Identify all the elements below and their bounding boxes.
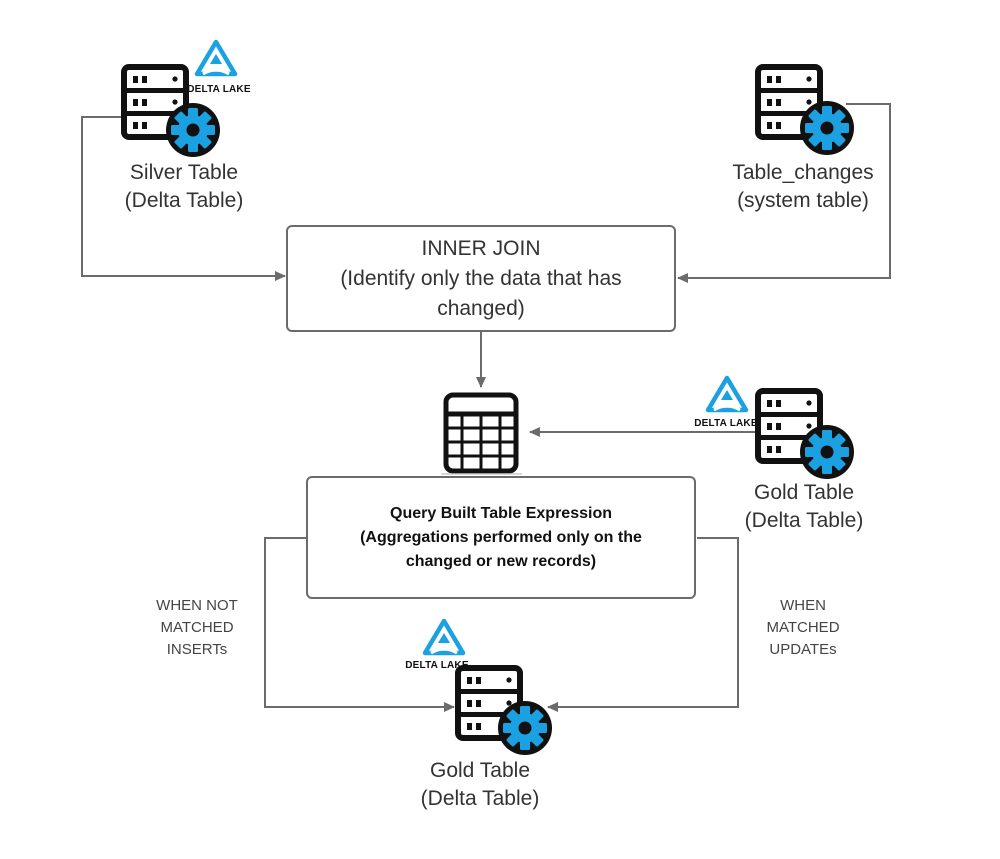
gold-table-source-label: Gold Table (Delta Table) (724, 479, 884, 535)
edge-changes-to-join (677, 103, 891, 283)
silver-table-title: Silver Table (129, 161, 239, 184)
query-expression-description: (Aggregations performed only on the (360, 528, 642, 546)
not-matched-line2: MATCHED (160, 619, 234, 636)
matched-line2: MATCHED (766, 619, 840, 636)
silver-table-subtitle: (Delta Table) (124, 189, 244, 212)
grid-table-icon (441, 392, 522, 475)
edge-silver-to-join (81, 116, 286, 281)
gear-icon (498, 701, 552, 755)
table-changes-title: Table_changes (732, 161, 874, 184)
gold-table-source-icon: DELTA LAKE (694, 378, 854, 479)
matched-line3: UPDATEs (769, 641, 837, 658)
inner-join-title: INNER JOIN (421, 236, 541, 260)
table-changes-icon (758, 67, 854, 155)
delta-lake-logo-text: DELTA LAKE (187, 84, 251, 95)
gold-table-target-subtitle: (Delta Table) (420, 787, 540, 810)
matched-line1: WHEN (780, 597, 826, 614)
table-changes-subtitle: (system table) (737, 189, 869, 212)
query-expression-description-cont: changed or new records) (405, 552, 597, 570)
inner-join-description-cont: changed) (437, 296, 525, 320)
delta-lake-logo (708, 378, 746, 410)
connectors (81, 103, 891, 712)
gold-table-target-icon: DELTA LAKE (405, 621, 552, 755)
gear-icon (800, 425, 854, 479)
edge-not-matched-inserts (264, 537, 455, 712)
delta-lake-logo (425, 621, 463, 653)
not-matched-label: WHEN NOT MATCHED INSERTs (132, 595, 262, 661)
delta-lake-logo-text: DELTA LAKE (405, 660, 469, 671)
gear-icon (800, 101, 854, 155)
query-expression-title: Query Built Table Expression (390, 504, 612, 522)
delta-lake-logo-text: DELTA LAKE (694, 418, 758, 429)
query-expression-box: Query Built Table Expression (Aggregatio… (306, 476, 696, 599)
silver-table-label: Silver Table (Delta Table) (104, 159, 264, 215)
inner-join-box: INNER JOIN (Identify only the data that … (286, 225, 676, 332)
edge-matched-updates (547, 537, 739, 712)
not-matched-line3: INSERTs (166, 641, 228, 658)
gear-icon (166, 103, 220, 157)
gold-table-target-title: Gold Table (429, 759, 531, 782)
gold-table-source-subtitle: (Delta Table) (744, 509, 864, 532)
silver-table-icon: DELTA LAKE (124, 42, 251, 157)
inner-join-description: (Identify only the data that has (340, 266, 622, 290)
gold-table-target-label: Gold Table (Delta Table) (400, 757, 560, 813)
table-changes-label: Table_changes (system table) (718, 159, 888, 215)
not-matched-line1: WHEN NOT (156, 597, 238, 614)
matched-label: WHEN MATCHED UPDATEs (738, 595, 868, 661)
delta-lake-logo (197, 42, 235, 74)
gold-table-source-title: Gold Table (753, 481, 855, 504)
